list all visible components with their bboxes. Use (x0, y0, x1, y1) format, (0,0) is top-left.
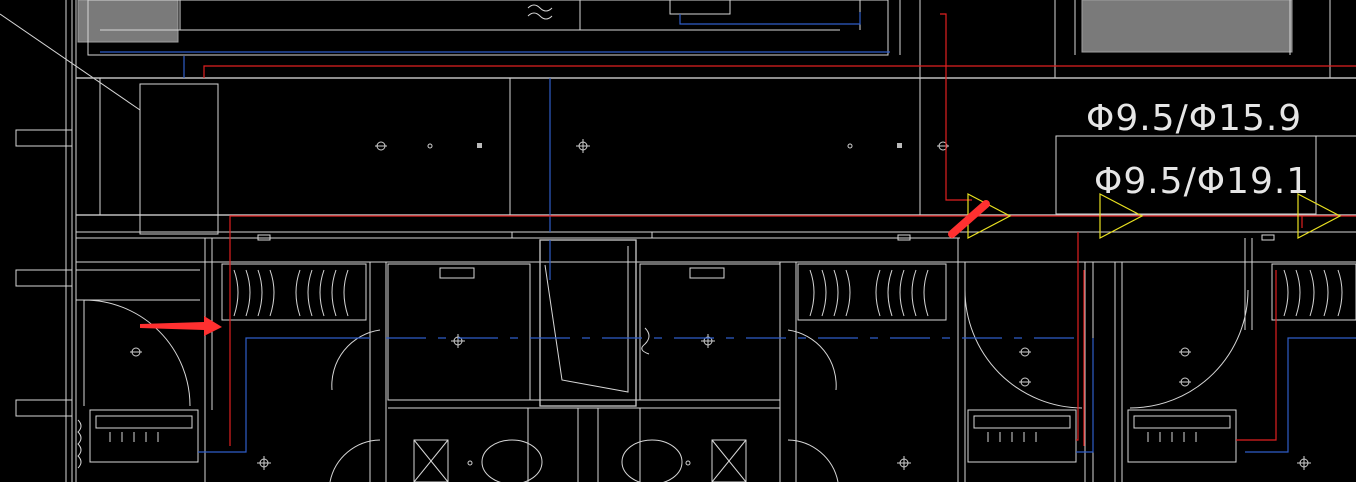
ceiling-fixture-icon (937, 141, 949, 151)
gray-block-right (1081, 0, 1293, 53)
left-wall (0, 0, 141, 482)
flow-arrow-icon (1099, 193, 1144, 239)
ceiling-fixture-icon (375, 141, 387, 151)
indoor-unit-icon (89, 409, 199, 463)
indoor-unit-icon (1127, 409, 1237, 463)
ceiling-fixtures (375, 139, 949, 153)
ceiling-fixture-icon (897, 143, 902, 148)
ceiling-fixture-icon (1019, 347, 1031, 357)
ceiling-fixture-icon (897, 456, 911, 470)
ceiling-fixture-icon (477, 143, 482, 148)
ceiling-fixture-icon (257, 456, 271, 470)
ceiling-fixture-icon (701, 334, 715, 348)
ceiling-fixture-icon (427, 143, 433, 149)
pipe-size-labels: Φ9.5/Φ15.9 Φ9.5/Φ19.1 (1086, 98, 1310, 202)
ceiling-fixture-icon (130, 347, 142, 357)
ceiling-fixture-icon (847, 143, 853, 149)
pipe-size-label-lower: Φ9.5/Φ19.1 (1094, 161, 1310, 202)
indoor-unit-icon (967, 409, 1077, 463)
annotation-markers (140, 200, 990, 336)
leader-line (0, 13, 141, 111)
ceiling-fixture-icon (1179, 377, 1191, 387)
refrigerant-pipes (203, 13, 1356, 446)
corridor (76, 77, 1356, 241)
flow-arrow-icon (1297, 193, 1342, 239)
indoor-units (77, 409, 1237, 469)
room-fixtures (130, 334, 1311, 470)
ceiling-fixture-icon (451, 334, 465, 348)
duct-box (139, 83, 219, 235)
pipe-size-label-upper: Φ9.5/Φ15.9 (1086, 98, 1302, 139)
ceiling-fixture-icon (576, 139, 590, 153)
rooms (76, 238, 1356, 482)
ceiling-fixture-icon (1297, 456, 1311, 470)
ceiling-fixture-icon (1179, 347, 1191, 357)
ceiling-fixture-icon (1019, 377, 1031, 387)
gray-block-left (77, 0, 179, 43)
annotation-arrow-icon (140, 316, 222, 336)
condensate-pipes (100, 12, 1356, 453)
annotation-dash-icon (948, 200, 990, 238)
